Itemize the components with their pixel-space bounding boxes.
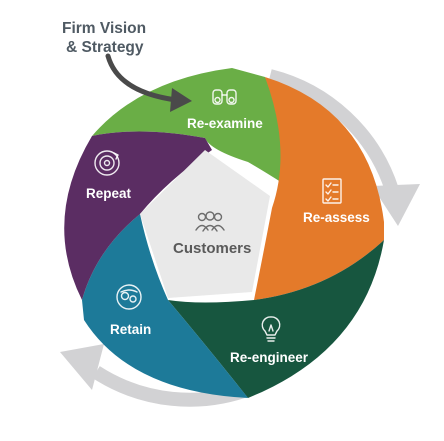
center-pentagon bbox=[140, 150, 270, 298]
segment-re-assess bbox=[254, 77, 384, 300]
segment-re-engineer bbox=[168, 240, 384, 398]
ring-arrowhead-right bbox=[372, 184, 420, 226]
ring-arrowhead-left bbox=[60, 344, 104, 390]
pointer-arrowhead bbox=[170, 88, 192, 112]
cycle-target-icon bbox=[94, 150, 120, 176]
segment-label-repeat: Repeat bbox=[86, 186, 132, 201]
center-label: Customers bbox=[173, 240, 251, 257]
pointer-arrow bbox=[105, 53, 192, 112]
binoculars-icon bbox=[212, 89, 237, 105]
segment-retain bbox=[82, 214, 248, 398]
header-line-1: Firm Vision bbox=[62, 20, 146, 37]
header-line-2: & Strategy bbox=[66, 39, 144, 56]
people-group-icon bbox=[195, 211, 225, 232]
checklist-icon bbox=[322, 178, 342, 204]
segment-label-retain: Retain bbox=[110, 322, 151, 337]
segment-label-re-assess: Re-assess bbox=[303, 210, 370, 225]
brain-gears-icon bbox=[116, 284, 142, 310]
ring-arrow-right bbox=[268, 69, 399, 193]
pointer-arrow-shaft bbox=[105, 53, 179, 103]
lightbulb-icon bbox=[261, 316, 281, 342]
segment-label-re-engineer: Re-engineer bbox=[230, 350, 309, 365]
segment-label-re-examine: Re-examine bbox=[187, 116, 263, 131]
